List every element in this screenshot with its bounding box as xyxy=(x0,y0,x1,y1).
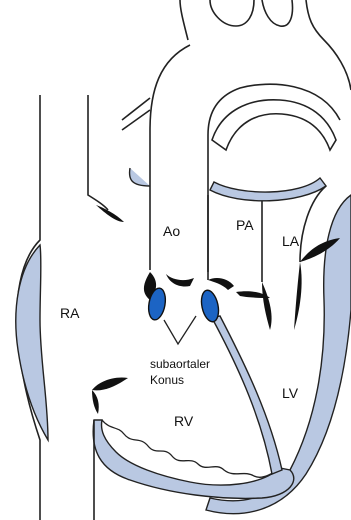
label-konus: Konus xyxy=(150,373,184,387)
label-lv: LV xyxy=(282,385,299,401)
septum xyxy=(212,316,282,474)
conus-pointer xyxy=(164,316,196,344)
subaortic-conus-markers xyxy=(146,287,221,323)
pulmonary-artery xyxy=(130,100,336,282)
label-ao: Ao xyxy=(163,223,180,239)
label-ra: RA xyxy=(60,305,80,321)
label-subaortaler: subaortaler xyxy=(150,357,210,371)
label-la: LA xyxy=(282,233,300,249)
arch-branches xyxy=(180,0,351,90)
conus-marker-right xyxy=(199,289,221,324)
label-rv: RV xyxy=(174,413,194,429)
label-pa: PA xyxy=(236,217,254,233)
aorta xyxy=(122,45,340,272)
